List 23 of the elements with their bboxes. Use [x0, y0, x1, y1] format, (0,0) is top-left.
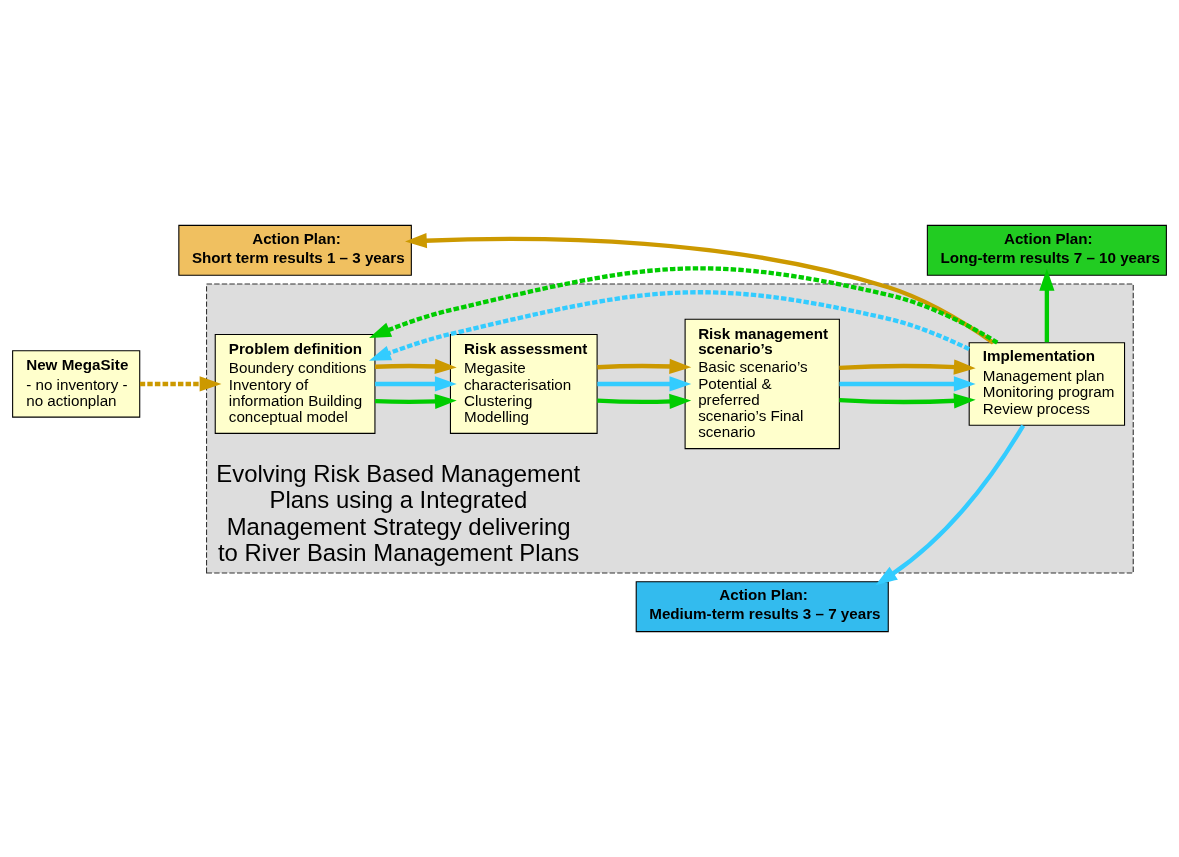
arrow [375, 358, 457, 375]
node-box: Action Plan: Medium-term results 3 – 7 years [635, 581, 889, 633]
arrow [375, 376, 457, 392]
arrow [839, 393, 976, 409]
arrow [597, 376, 692, 392]
node-box: Problem definition Boundery conditions Inventory of information Building conceptual model [214, 334, 376, 434]
arrow [597, 393, 692, 410]
arrow [375, 393, 457, 410]
node-box: Risk management scenario’s Basic scenario’s Potential & preferred scenario’s Final scenario [684, 318, 840, 450]
node-box: Implementation Management plan Monitoring program Review process [968, 342, 1126, 426]
arrow [875, 424, 1026, 586]
arrow [839, 359, 976, 375]
node-box: New MegaSite - no inventory - no actionplan [12, 350, 141, 418]
arrow [369, 290, 970, 361]
arrow [139, 376, 222, 392]
arrow [839, 376, 976, 392]
arrow [597, 358, 692, 375]
arrow [369, 266, 999, 345]
arrow [1039, 268, 1055, 343]
node-box: Action Plan: Long-term results 7 – 10 years [926, 224, 1167, 276]
node-box: Action Plan: Short term results 1 – 3 years [178, 224, 412, 276]
arrow [405, 233, 995, 345]
node-box: Risk assessment Megasite characterisation Clustering Modelling [449, 334, 598, 434]
